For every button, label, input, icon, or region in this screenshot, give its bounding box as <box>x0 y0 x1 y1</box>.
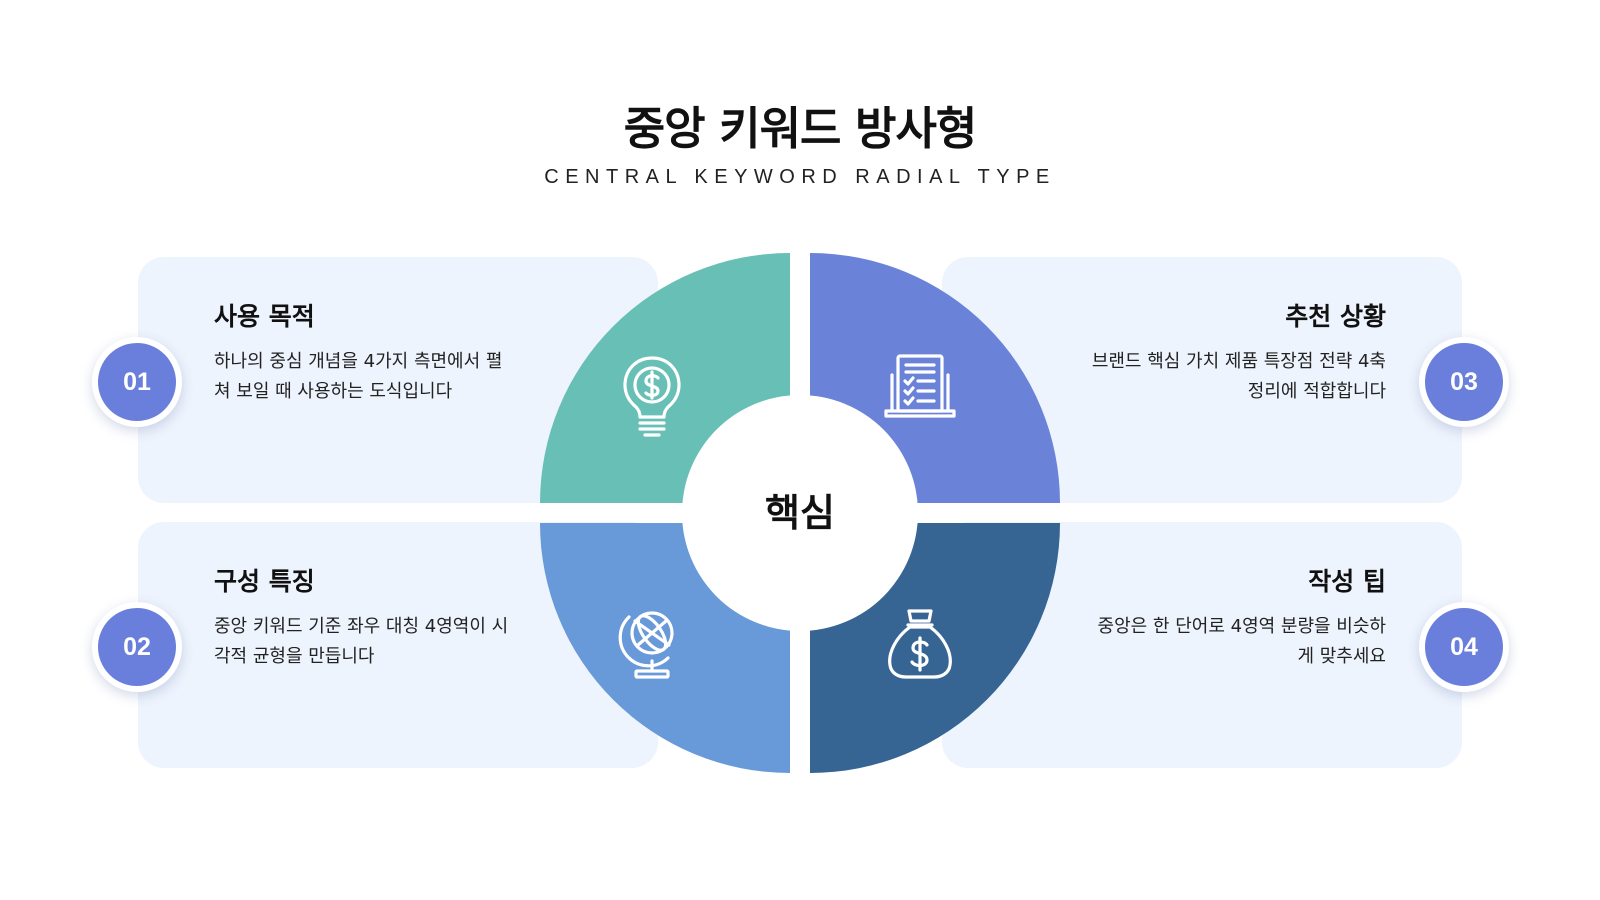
number-badge-01: 01 <box>92 337 182 427</box>
card-title: 추천 상황 <box>1285 302 1386 331</box>
center-keyword: 핵심 <box>765 491 835 535</box>
card-usage-purpose: 사용 목적 하나의 중심 개념을 4가지 측면에서 펼쳐 보일 때 사용하는 도… <box>138 257 658 503</box>
number-badge-02: 02 <box>92 602 182 692</box>
number-badge-03: 03 <box>1419 337 1509 427</box>
page-title: 중앙 키워드 방사형 <box>623 102 978 155</box>
card-description: 브랜드 핵심 가치 제품 특장점 전략 4축 정리에 적합합니다 <box>1091 351 1386 402</box>
card-description: 하나의 중심 개념을 4가지 측면에서 펼쳐 보일 때 사용하는 도식입니다 <box>214 351 503 402</box>
card-description: 중앙 키워드 기준 좌우 대칭 4영역이 시각적 균형을 만듭니다 <box>214 616 509 667</box>
radial-diagram <box>540 253 1060 773</box>
checklist-laptop-icon <box>884 354 956 418</box>
card-title: 사용 목적 <box>214 302 315 331</box>
card-title: 작성 팁 <box>1308 567 1386 596</box>
card-description: 중앙은 한 단어로 4영역 분량을 비슷하게 맞추세요 <box>1097 616 1386 667</box>
lightbulb-dollar-icon <box>623 356 681 437</box>
money-bag-icon <box>888 609 952 679</box>
number-badge-04: 04 <box>1419 602 1509 692</box>
card-title: 구성 특징 <box>214 567 315 596</box>
page-subtitle: CENTRAL KEYWORD RADIAL TYPE <box>544 166 1056 188</box>
center-circle <box>682 395 918 631</box>
globe-icon <box>618 611 674 679</box>
